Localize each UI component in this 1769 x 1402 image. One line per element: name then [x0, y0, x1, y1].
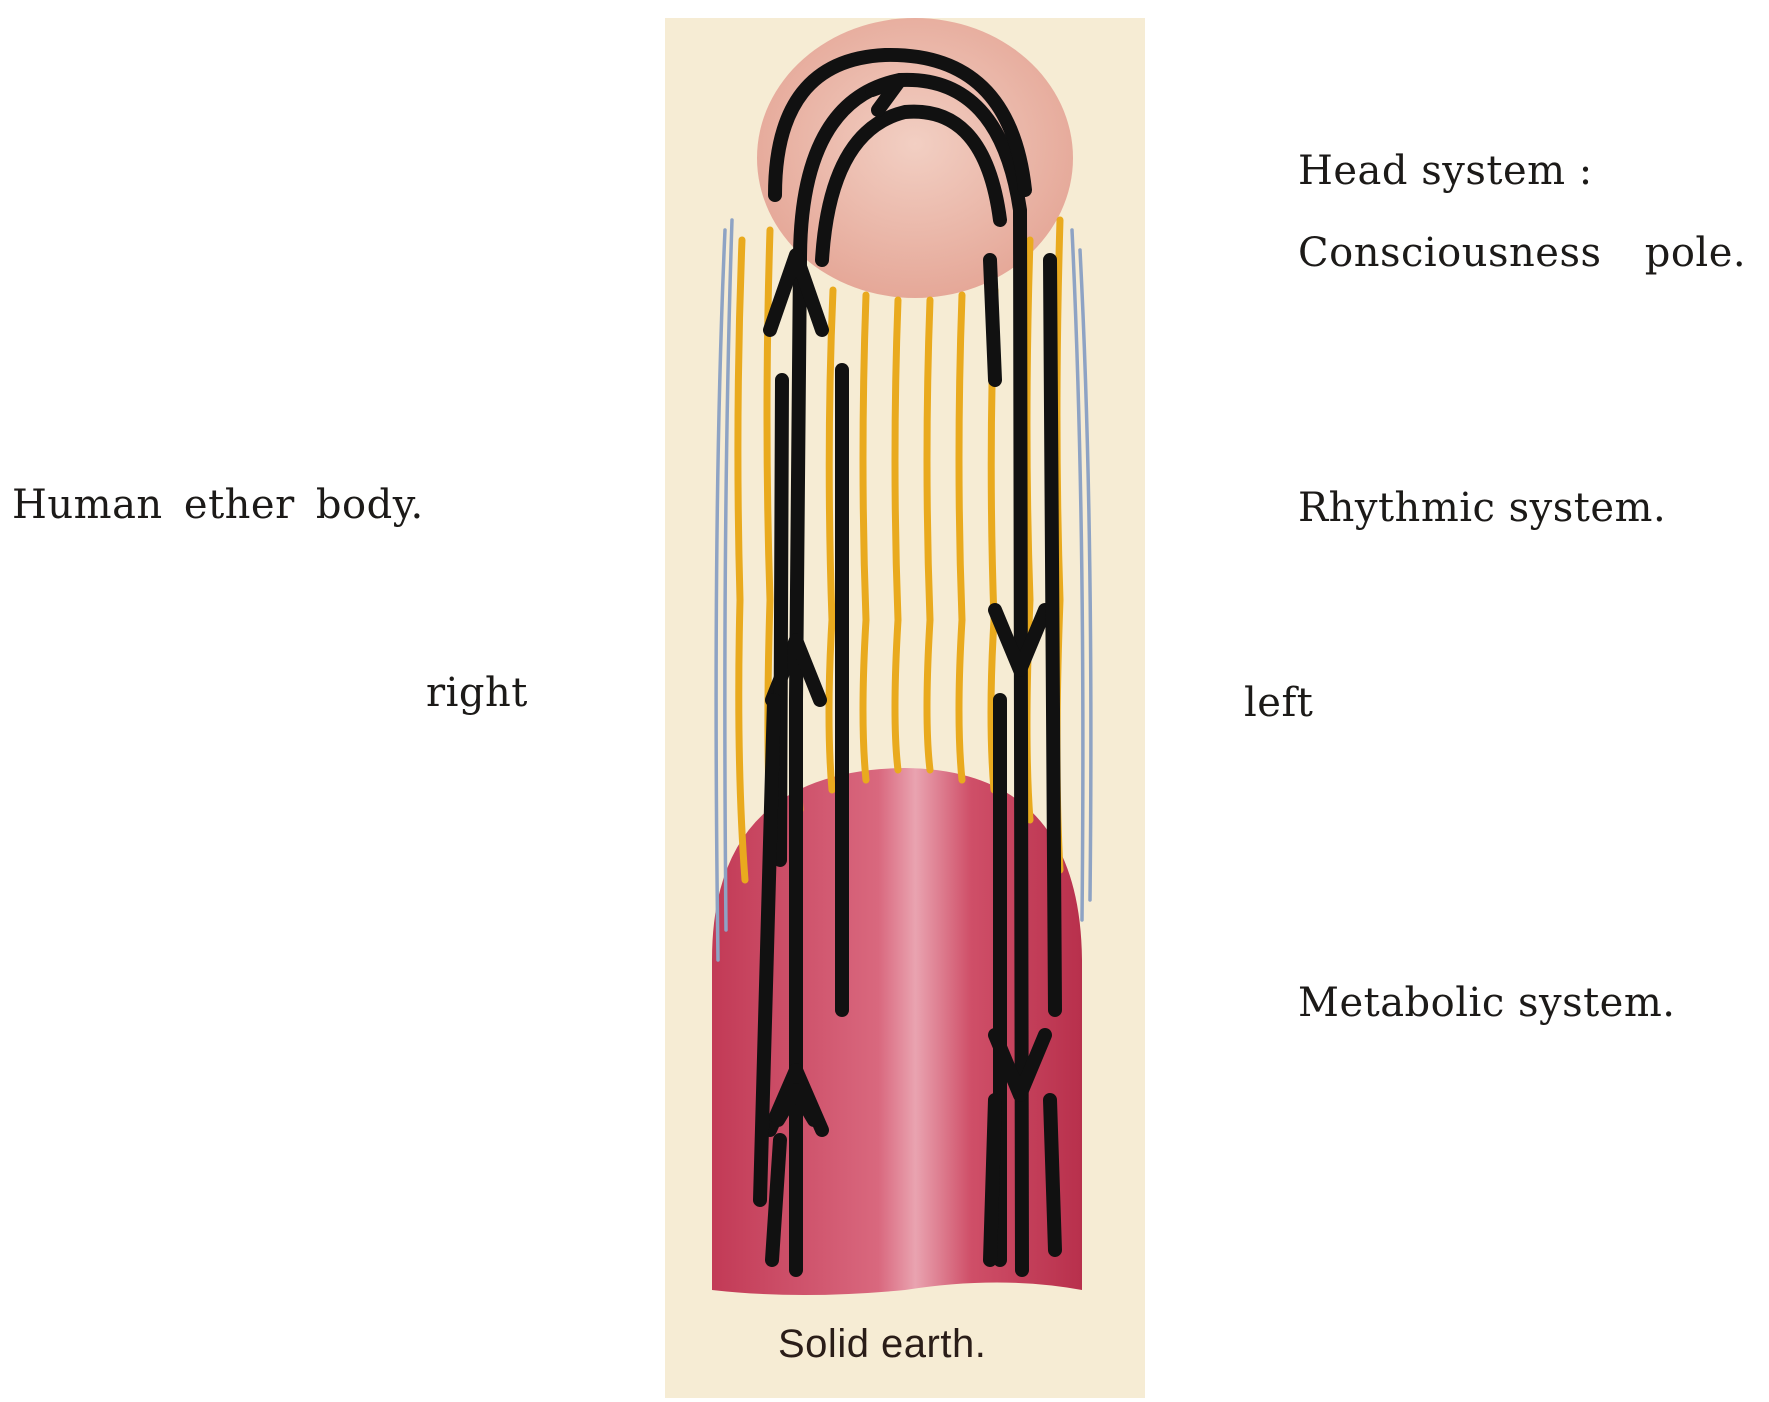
- head-system-label: Head system :: [1298, 148, 1593, 194]
- left-side-label: left: [1244, 680, 1313, 726]
- human-ether-body-label: Human ether body.: [12, 482, 424, 528]
- solid-earth-label: Solid earth.: [778, 1322, 986, 1367]
- consciousness-pole-label: Consciousness pole.: [1298, 230, 1746, 276]
- rhythmic-system-label: Rhythmic system.: [1298, 485, 1666, 531]
- right-side-label: right: [426, 670, 528, 716]
- metabolic-system-label: Metabolic system.: [1298, 980, 1675, 1026]
